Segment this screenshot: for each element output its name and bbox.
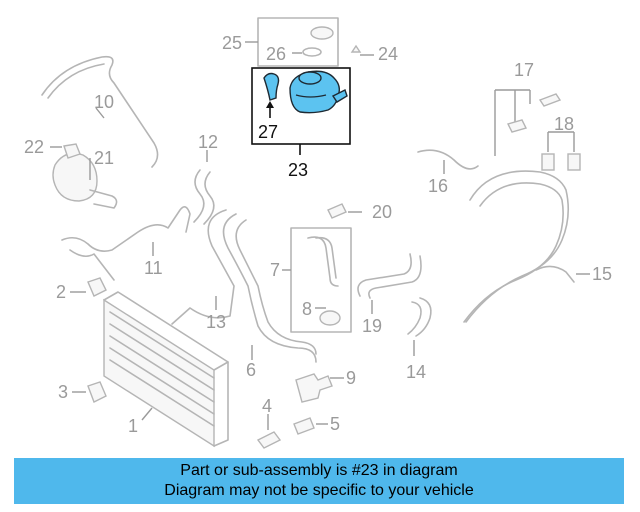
parts-diagram: 25 26 24 27 23 10 22 21 12 11 20 7 8 19 … xyxy=(24,17,612,449)
sensor-22 xyxy=(63,143,81,159)
leader-1 xyxy=(141,407,153,421)
label-11: 11 xyxy=(144,258,163,278)
tank-outlet xyxy=(331,89,348,103)
sensor-18a xyxy=(541,153,555,171)
label-14: 14 xyxy=(406,362,426,382)
label-3: 3 xyxy=(58,382,68,402)
connector-5 xyxy=(293,417,315,435)
label-18: 18 xyxy=(554,114,574,134)
leader-10 xyxy=(95,107,105,119)
group-7 xyxy=(282,227,352,333)
label-4: 4 xyxy=(262,396,272,416)
clip-17b xyxy=(538,93,562,107)
reservoir-cap xyxy=(310,26,334,40)
bracket-2 xyxy=(87,277,107,297)
bleed-screw xyxy=(350,44,362,53)
hose-11 xyxy=(61,206,191,252)
label-16: 16 xyxy=(428,176,448,196)
coupling-8 xyxy=(319,310,341,326)
highlight-box xyxy=(251,67,351,145)
hose-14 xyxy=(415,297,432,337)
label-1: 1 xyxy=(128,416,138,436)
label-7: 7 xyxy=(270,260,280,280)
leader-18 xyxy=(547,131,575,152)
radiator xyxy=(103,291,229,448)
label-13: 13 xyxy=(206,312,226,332)
label-24: 24 xyxy=(378,44,398,64)
clip-17a xyxy=(506,119,528,133)
label-23: 23 xyxy=(288,160,308,180)
fitting-20 xyxy=(327,203,347,219)
hose-13 xyxy=(171,209,235,325)
label-22: 22 xyxy=(24,137,44,157)
t-connector-9 xyxy=(295,373,333,403)
label-20: 20 xyxy=(372,202,392,222)
label-26: 26 xyxy=(266,44,286,64)
expansion-tank-group xyxy=(251,67,351,155)
label-2: 2 xyxy=(56,282,66,302)
hose-6 xyxy=(222,213,317,363)
label-17: 17 xyxy=(514,60,534,80)
label-12: 12 xyxy=(198,132,218,152)
label-19: 19 xyxy=(362,316,382,336)
banner-line-1: Part or sub-assembly is #23 in diagram xyxy=(180,462,458,479)
label-10: 10 xyxy=(94,92,114,112)
coolant-pipe-10 xyxy=(41,55,159,168)
vent-hose xyxy=(263,72,280,101)
radiator-core xyxy=(103,298,215,448)
label-6: 6 xyxy=(246,360,256,380)
expansion-tank-neck xyxy=(298,71,322,85)
banner-line-2: Diagram may not be specific to your vehi… xyxy=(164,482,474,499)
group-7-box xyxy=(290,227,352,333)
label-15: 15 xyxy=(592,264,612,284)
label-25: 25 xyxy=(222,33,242,53)
hose-16 xyxy=(417,149,479,170)
connector-4 xyxy=(256,431,282,449)
hose-15 xyxy=(465,170,570,323)
cap-group xyxy=(245,17,374,67)
info-banner: Part or sub-assembly is #23 in diagram D… xyxy=(14,458,624,504)
hose-12 xyxy=(193,169,205,223)
sensor-18b xyxy=(567,153,581,171)
label-5: 5 xyxy=(330,414,340,434)
label-21: 21 xyxy=(94,148,114,168)
bracket-3 xyxy=(87,381,107,403)
label-9: 9 xyxy=(346,368,356,388)
label-27: 27 xyxy=(258,122,278,142)
label-8: 8 xyxy=(302,299,312,319)
cap-seal xyxy=(302,47,322,57)
hose-19 xyxy=(357,253,412,297)
leader-17 xyxy=(494,89,531,156)
